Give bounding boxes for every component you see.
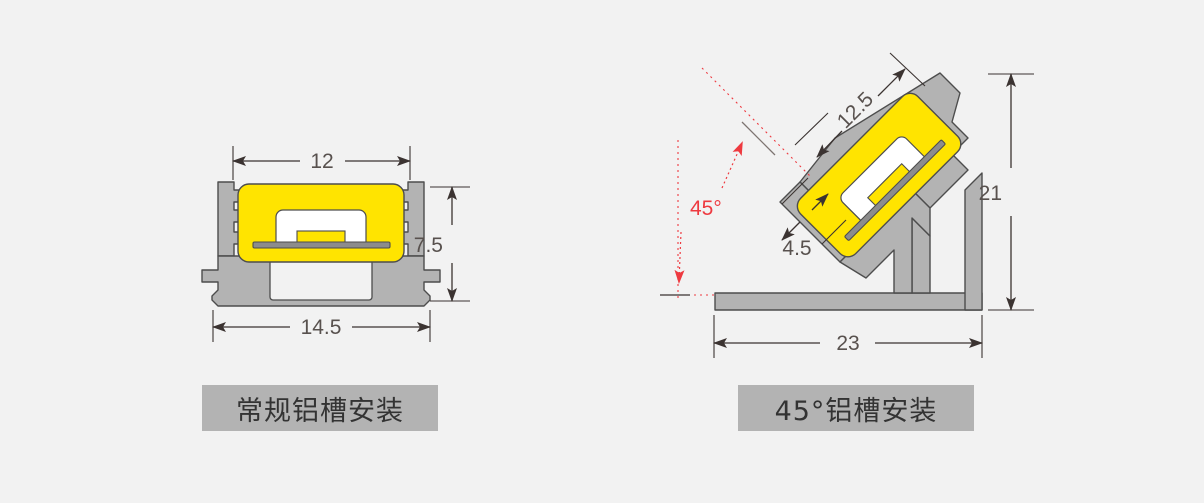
caption-regular-text: 常规铝槽安装 — [236, 395, 404, 427]
ext-12-5-a — [794, 112, 829, 146]
bottom-plate — [714, 292, 983, 311]
caption-45-text: 45°铝槽安装 — [774, 395, 938, 427]
right-wall — [964, 172, 983, 311]
dimension-label-7-5: 7.5 — [414, 234, 443, 257]
angle-arrow-lower — [674, 231, 685, 284]
dimension-21: 21 — [979, 73, 1034, 311]
led-strip-left — [237, 183, 405, 263]
dimension-bottom-14-5: 14.5 — [212, 316, 431, 339]
caption-45-degree-channel: 45°铝槽安装 — [738, 385, 974, 431]
dimension-4-5: 4.5 — [781, 177, 847, 260]
dimension-label-23: 23 — [836, 332, 859, 355]
ext-12-5-b — [889, 52, 926, 87]
dimension-label-12: 12 — [310, 150, 333, 173]
dimension-label-45deg: 45° — [690, 197, 722, 220]
angle-tick — [741, 121, 776, 156]
arrow-12-5-b — [877, 68, 906, 97]
ext-4-5-a — [781, 177, 809, 205]
led-strip-right — [796, 92, 962, 258]
dimension-label-4-5: 4.5 — [782, 237, 811, 260]
angle-annotation-45: 45° — [660, 67, 813, 298]
aluminium-profile-left — [201, 181, 441, 307]
forty-five-degree-diagram: 45° 12.5 4.5 — [660, 52, 1034, 358]
dimension-label-21: 21 — [979, 182, 1002, 205]
ext-4-5-b — [821, 219, 847, 245]
caption-regular-channel: 常规铝槽安装 — [202, 385, 438, 431]
regular-channel-diagram: 12 14.5 7.5 — [201, 146, 470, 342]
angle-arrow-upper — [721, 141, 743, 189]
pcb-board — [252, 241, 391, 249]
arrow-4-5-b — [811, 193, 829, 211]
angle-ray-diagonal — [701, 67, 813, 179]
arrow-4-5-a — [781, 221, 801, 241]
dimension-right-7-5: 7.5 — [414, 186, 457, 302]
dimension-label-14-5: 14.5 — [301, 316, 342, 339]
dimension-top-12: 12 — [232, 150, 411, 173]
dimension-23: 23 — [713, 315, 983, 358]
arrow-12-5-a — [816, 130, 843, 158]
pcb-board-45 — [844, 139, 946, 241]
left-arm — [217, 181, 241, 257]
